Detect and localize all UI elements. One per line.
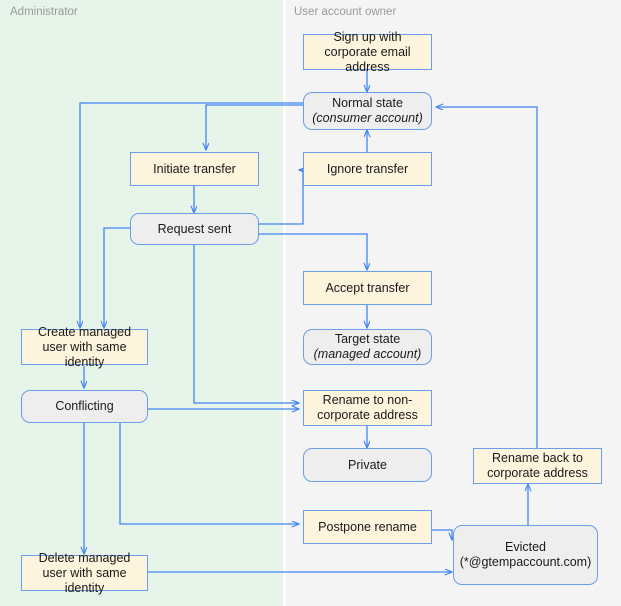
node-evicted[interactable]: Evicted(*@gtempaccount.com) [453, 525, 598, 585]
swimlane-user-account-owner-label: User account owner [294, 6, 397, 18]
node-evicted-sublabel: (*@gtempaccount.com) [459, 555, 592, 569]
node-initiate-transfer[interactable]: Initiate transfer [130, 152, 259, 186]
node-evicted-label: Evicted [505, 540, 546, 554]
node-conflicting[interactable]: Conflicting [21, 390, 148, 423]
node-rename-to-non-corporate-label: Rename to non-corporate address [317, 393, 418, 422]
node-target-state[interactable]: Target state(managed account) [303, 329, 432, 365]
node-normal-state-sublabel: (consumer account) [312, 111, 423, 125]
node-rename-to-non-corporate[interactable]: Rename to non-corporate address [303, 390, 432, 426]
node-postpone-rename-label: Postpone rename [318, 519, 417, 534]
node-ignore-transfer-label: Ignore transfer [326, 161, 409, 176]
node-ignore-transfer[interactable]: Ignore transfer [303, 152, 432, 186]
node-create-managed-user[interactable]: Create managed user with same identity [21, 325, 148, 369]
node-request-sent-label: Request sent [157, 221, 232, 236]
node-delete-managed-user[interactable]: Delete managed user with same identity [21, 551, 148, 595]
node-postpone-rename[interactable]: Postpone rename [303, 510, 432, 544]
node-create-managed-user-label: Create managed user with same identity [37, 324, 132, 369]
node-sign-up-label: Sign up with corporate email address [324, 29, 411, 74]
node-rename-back[interactable]: Rename back to corporate address [473, 448, 602, 484]
swimlane-administrator: Administrator [0, 0, 283, 606]
node-private[interactable]: Private [303, 448, 432, 482]
node-delete-managed-user-label: Delete managed user with same identity [38, 550, 131, 595]
node-accept-transfer-label: Accept transfer [325, 280, 410, 295]
node-normal-state-label: Normal state [332, 96, 403, 110]
node-conflicting-label: Conflicting [55, 399, 114, 413]
node-target-state-label: Target state [334, 332, 401, 346]
node-request-sent[interactable]: Request sent [130, 213, 259, 245]
node-target-state-sublabel: (managed account) [313, 347, 422, 361]
node-private-label: Private [348, 457, 387, 472]
node-rename-back-label: Rename back to corporate address [487, 451, 588, 480]
swimlane-administrator-label: Administrator [10, 6, 78, 18]
node-initiate-transfer-label: Initiate transfer [153, 161, 236, 176]
node-sign-up[interactable]: Sign up with corporate email address [303, 30, 432, 74]
node-normal-state[interactable]: Normal state(consumer account) [303, 92, 432, 130]
node-accept-transfer[interactable]: Accept transfer [303, 271, 432, 305]
